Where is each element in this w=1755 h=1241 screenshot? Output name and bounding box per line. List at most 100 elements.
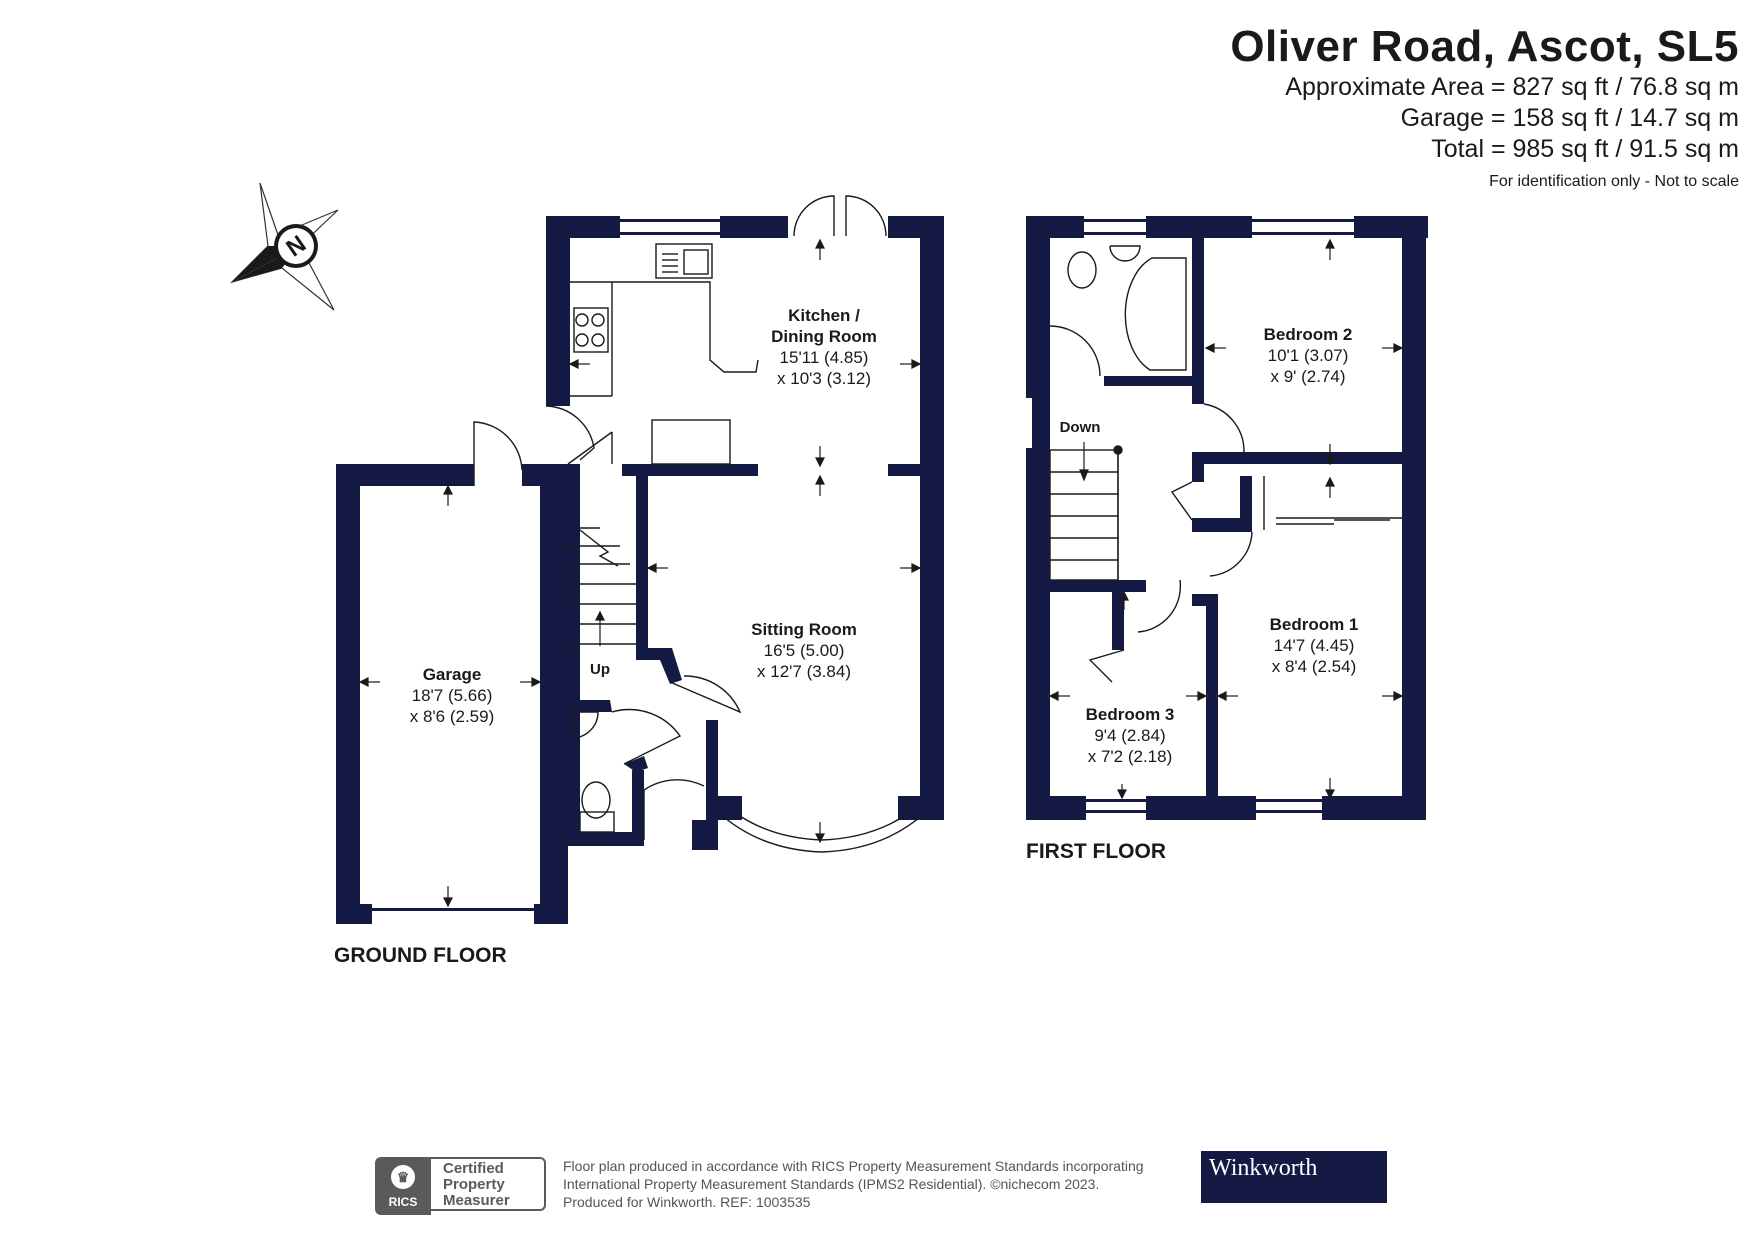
wall	[534, 904, 568, 924]
rics-cert-line-1: Certified	[443, 1160, 504, 1177]
basin-icon	[1109, 245, 1141, 262]
credit-line-1: Floor plan produced in accordance with R…	[563, 1158, 1144, 1174]
wall	[624, 756, 648, 772]
cupboard-door	[1088, 649, 1125, 683]
page-title: Oliver Road, Ascot, SL5	[1230, 22, 1739, 71]
wall	[546, 216, 570, 406]
wall	[568, 464, 580, 844]
rics-cert-line-2: Property	[443, 1176, 505, 1193]
stairs-down-label: Down	[1060, 419, 1101, 436]
room-dim-bedroom3-1: 9'4 (2.84)	[1094, 726, 1165, 745]
door-swing	[545, 405, 595, 461]
garage-door	[372, 908, 534, 911]
rics-certification: Certified Property Measurer	[431, 1157, 546, 1211]
window	[620, 219, 720, 222]
first-floor-fixtures	[1049, 245, 1402, 683]
wall	[336, 904, 372, 924]
ground-floor-fixtures	[473, 195, 927, 853]
room-name-kitchen-2: Dining Room	[771, 327, 877, 346]
hob-icon	[573, 307, 609, 353]
wall	[1322, 796, 1426, 820]
room-dim-sitting-1: 16'5 (5.00)	[764, 641, 845, 660]
ground-floor-plan	[336, 216, 944, 924]
credits: Floor plan produced in accordance with R…	[563, 1157, 1203, 1211]
bath-icon	[1124, 257, 1187, 371]
basin-icon	[571, 711, 599, 739]
wall	[1026, 796, 1086, 820]
room-dim-bedroom2-1: 10'1 (3.07)	[1268, 346, 1349, 365]
toilet-icon	[581, 781, 611, 819]
sink-icon	[655, 243, 713, 279]
wall	[706, 720, 718, 820]
worktop	[570, 281, 759, 373]
room-name-bedroom1: Bedroom 1	[1270, 615, 1359, 634]
window	[1256, 810, 1322, 813]
window	[1086, 810, 1146, 813]
approx-area: Approximate Area = 827 sq ft / 76.8 sq m	[1285, 73, 1739, 101]
wall	[546, 216, 620, 238]
rics-badge: ♛ RICS	[375, 1157, 431, 1215]
wall	[1112, 580, 1124, 650]
room-dim-kitchen-1: 15'11 (4.85)	[780, 348, 869, 367]
room-dim-kitchen-2: x 10'3 (3.12)	[777, 369, 871, 388]
wall	[920, 476, 944, 820]
first-floor-label: FIRST FLOOR	[1026, 840, 1166, 863]
wall	[568, 832, 644, 846]
room-name-garage: Garage	[423, 665, 482, 684]
wall	[632, 770, 644, 846]
first-floor-plan	[1026, 216, 1428, 820]
wall	[1026, 216, 1050, 820]
compass-icon: N	[229, 182, 339, 311]
window	[1084, 219, 1146, 222]
window	[1252, 219, 1354, 222]
wall	[720, 216, 788, 238]
window	[1084, 232, 1146, 235]
room-dim-bedroom2-2: x 9' (2.74)	[1270, 367, 1345, 386]
wall	[1192, 452, 1204, 482]
room-dim-bedroom1-1: 14'7 (4.45)	[1274, 636, 1355, 655]
toilet-cistern	[579, 811, 615, 833]
hob-ring	[575, 333, 589, 347]
bay-window	[717, 811, 927, 853]
wall	[1104, 376, 1204, 386]
lion-icon: ♛	[391, 1165, 415, 1189]
wall	[920, 216, 944, 464]
wall	[1192, 452, 1426, 464]
header: Oliver Road, Ascot, SL5 Approximate Area…	[1230, 22, 1739, 191]
rics-logo: ♛ RICS Certified Property Measurer	[375, 1157, 550, 1215]
door-swing	[793, 195, 835, 237]
door-swing	[669, 675, 742, 714]
wall	[692, 820, 718, 850]
room-name-bedroom3: Bedroom 3	[1086, 705, 1175, 724]
room-name-kitchen-1: Kitchen /	[788, 306, 860, 325]
window	[1256, 799, 1322, 802]
room-dim-garage-1: 18'7 (5.66)	[412, 686, 493, 705]
first-floor-arrows	[1048, 238, 1404, 800]
room-dim-bedroom1-2: x 8'4 (2.54)	[1272, 657, 1357, 676]
stairs-up-label: Up	[590, 661, 610, 678]
wall	[1206, 594, 1218, 820]
door-swing	[845, 195, 887, 237]
credit-line-3: Produced for Winkworth. REF: 1003535	[563, 1194, 811, 1210]
ground-floor-label: GROUND FLOOR	[334, 944, 507, 967]
door-swing	[1203, 403, 1245, 453]
wall	[1192, 238, 1204, 404]
wall	[336, 464, 474, 486]
wall	[336, 464, 360, 924]
door-swing	[643, 779, 705, 840]
window	[620, 232, 720, 235]
hob-ring	[591, 313, 605, 327]
door-swing	[1137, 579, 1182, 633]
room-labels: Kitchen / Dining Room 15'11 (4.85) x 10'…	[334, 306, 1358, 967]
wall	[622, 464, 758, 476]
room-name-sitting: Sitting Room	[751, 620, 857, 639]
door-swing	[1049, 325, 1101, 377]
wall	[1050, 580, 1146, 592]
hob-ring	[591, 333, 605, 347]
door-swing	[611, 708, 682, 765]
room-dim-garage-2: x 8'6 (2.59)	[410, 707, 495, 726]
credit-line-2: International Property Measurement Stand…	[563, 1176, 1100, 1192]
window	[1252, 232, 1354, 235]
rics-badge-text: RICS	[388, 1195, 418, 1209]
wall	[1146, 796, 1256, 820]
